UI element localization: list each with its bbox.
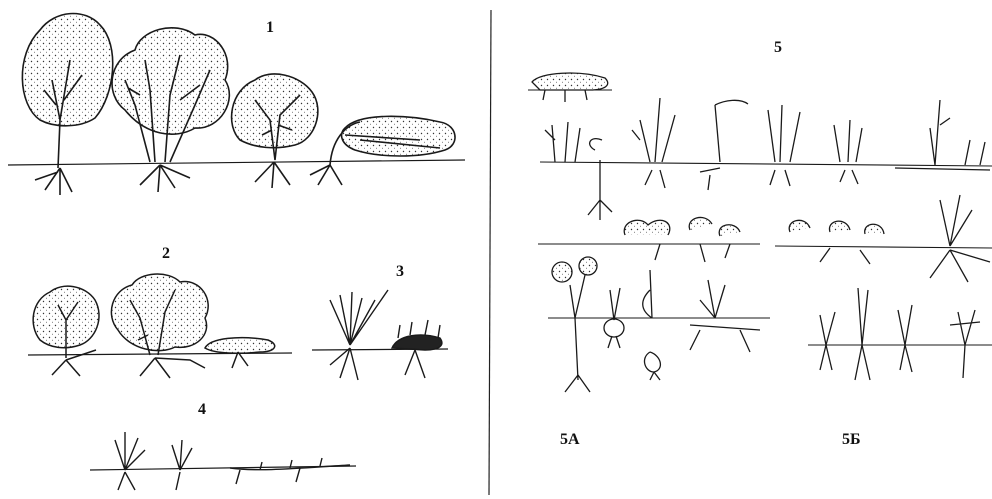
label-3: 3 (396, 263, 404, 280)
group-2-semi-shrubs (28, 274, 292, 378)
ground-line-5-row1 (540, 162, 992, 166)
panel-divider (489, 10, 491, 495)
ground-line-5-row2b (775, 246, 992, 248)
label-2: 2 (162, 245, 170, 262)
label-5: 5 (774, 39, 782, 56)
shrublet-drawing (232, 74, 318, 188)
tree-drawing (22, 14, 112, 195)
group-4-creeping-plants (90, 432, 356, 490)
label-1: 1 (266, 19, 274, 36)
label-5a: 5А (560, 431, 580, 448)
group-3-cushion-plants (312, 290, 448, 380)
label-4: 4 (198, 401, 206, 418)
label-5b: 5Б (842, 431, 861, 448)
creeping-shrub-drawing (310, 116, 455, 185)
ground-line-1 (8, 160, 465, 165)
group-5-herbs (528, 73, 992, 392)
shrub-drawing (112, 28, 229, 192)
group-1-woody-plants (8, 14, 465, 195)
